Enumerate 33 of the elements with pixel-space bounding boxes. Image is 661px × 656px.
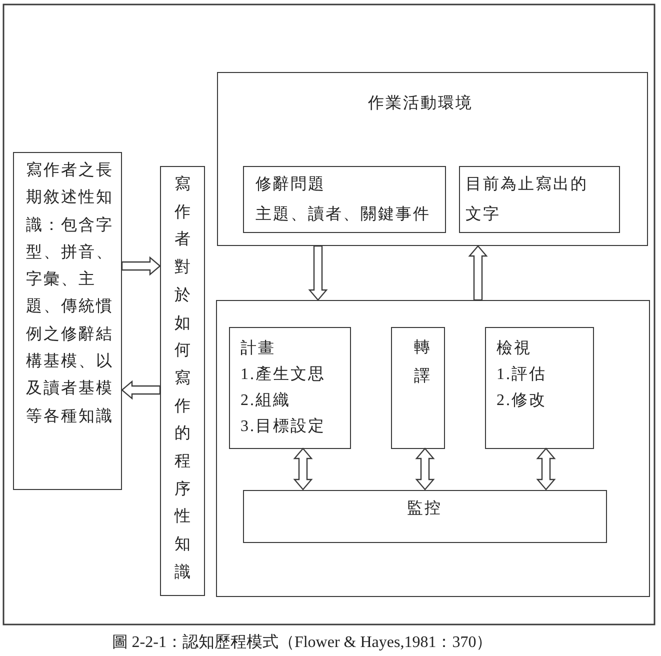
block-arrow bbox=[468, 245, 488, 301]
box-heading: 檢視 bbox=[496, 338, 532, 358]
process-box bbox=[484, 326, 594, 448]
box-text: 目前為止寫出的文字 bbox=[466, 174, 589, 224]
box-text: 監控 bbox=[407, 498, 442, 518]
box-text: 3.目標設定 bbox=[240, 416, 326, 436]
box-text: 2.修改 bbox=[496, 390, 546, 410]
double-block-arrow bbox=[293, 448, 313, 490]
knowledge-column bbox=[160, 166, 205, 596]
environment-box bbox=[217, 72, 648, 246]
block-arrow bbox=[308, 245, 328, 301]
box-text: 2.組織 bbox=[240, 390, 290, 410]
block-arrow bbox=[121, 380, 161, 400]
process-box bbox=[390, 326, 444, 448]
box-heading: 修辭問題 bbox=[256, 174, 326, 194]
memory-box bbox=[13, 152, 122, 490]
process-box bbox=[228, 326, 350, 448]
box-text: 寫作者之長期敘述性知識：包含字型、拼音、字彙、主題、傳統慣例之修辭結構基模、以及讀者基模等各種知識 bbox=[26, 160, 114, 427]
box-text: 1.產生文思 bbox=[240, 364, 326, 384]
double-block-arrow bbox=[415, 448, 435, 490]
process-box bbox=[242, 490, 606, 542]
box-text: 作業活動環境 bbox=[368, 94, 473, 114]
double-block-arrow bbox=[536, 448, 556, 490]
process-box bbox=[242, 166, 446, 232]
vertical-text: 寫作者對於如何寫作的程序性知識 bbox=[174, 174, 190, 583]
box-text: 主題、讀者、關鍵事件 bbox=[256, 204, 430, 224]
process-box bbox=[458, 166, 620, 232]
block-arrow bbox=[121, 256, 161, 276]
box-heading: 計畫 bbox=[240, 338, 276, 358]
vertical-text: 轉譯 bbox=[414, 338, 430, 386]
box-text: 1.評估 bbox=[496, 364, 546, 384]
process-panel bbox=[216, 300, 650, 597]
figure-caption: 圖 2-2-1：認知歷程模式（Flower & Hayes,1981：370） bbox=[112, 632, 492, 653]
